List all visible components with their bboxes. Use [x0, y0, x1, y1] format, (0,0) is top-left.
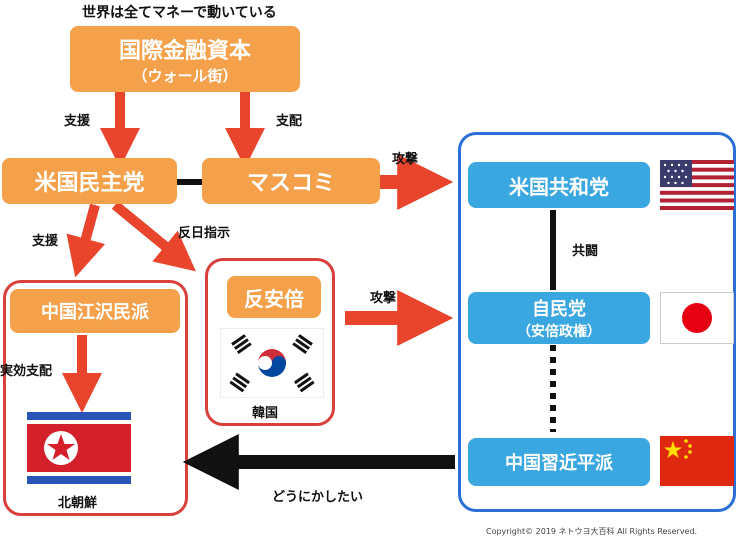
- node-china-xi-faction: 中国習近平派: [468, 438, 650, 486]
- copyright-text: Copyright© 2019 ネトウヨ大百科 All Rights Reser…: [486, 527, 698, 536]
- node-us-republicans: 米国共和党: [468, 162, 650, 208]
- china-flag-icon: [660, 436, 734, 486]
- node-ldp: 自民党 （安倍政権）: [468, 292, 650, 344]
- node-ldp-title: 自民党: [532, 299, 586, 320]
- node-international-capital-title: 国際金融資本: [118, 38, 251, 64]
- label-support-1: 支援: [64, 114, 91, 129]
- right-group-frame: [458, 132, 736, 512]
- korea-group-frame: [205, 258, 335, 426]
- left-group-frame: [3, 280, 188, 516]
- south-korea-flag-icon: [219, 327, 325, 399]
- label-attack-2: 攻撃: [370, 291, 397, 306]
- label-control: 支配: [276, 114, 303, 129]
- label-anti-japan-order: 反日指示: [178, 226, 231, 241]
- node-international-capital-sub: （ウォール街）: [132, 66, 238, 85]
- label-effective-control: 実効支配: [0, 364, 53, 379]
- node-ldp-sub: （安倍政権）: [517, 324, 601, 340]
- japan-flag-icon: [660, 292, 734, 344]
- node-international-capital: 国際金融資本 （ウォール街）: [70, 26, 300, 92]
- arrow-democrats-to-jiang: [66, 203, 106, 278]
- label-support-2: 支援: [32, 234, 59, 249]
- arrow-democrats-to-antiabe: [111, 201, 196, 272]
- node-anti-abe: 反安倍: [227, 276, 321, 318]
- node-china-jiang-faction: 中国江沢民派: [10, 289, 180, 333]
- usa-flag-icon: [660, 160, 734, 210]
- node-us-democrats: 米国民主党: [2, 158, 177, 204]
- label-north-korea: 北朝鮮: [58, 496, 98, 511]
- top-caption: 世界は全てマネーで動いている: [82, 5, 277, 21]
- label-attack-1: 攻撃: [392, 152, 419, 167]
- north-korea-flag-icon: [27, 412, 131, 484]
- label-south-korea: 韓国: [252, 406, 279, 421]
- label-want-to-deal-with: どうにかしたい: [272, 490, 364, 505]
- label-joint-struggle: 共闘: [572, 244, 599, 259]
- node-media: マスコミ: [202, 158, 380, 204]
